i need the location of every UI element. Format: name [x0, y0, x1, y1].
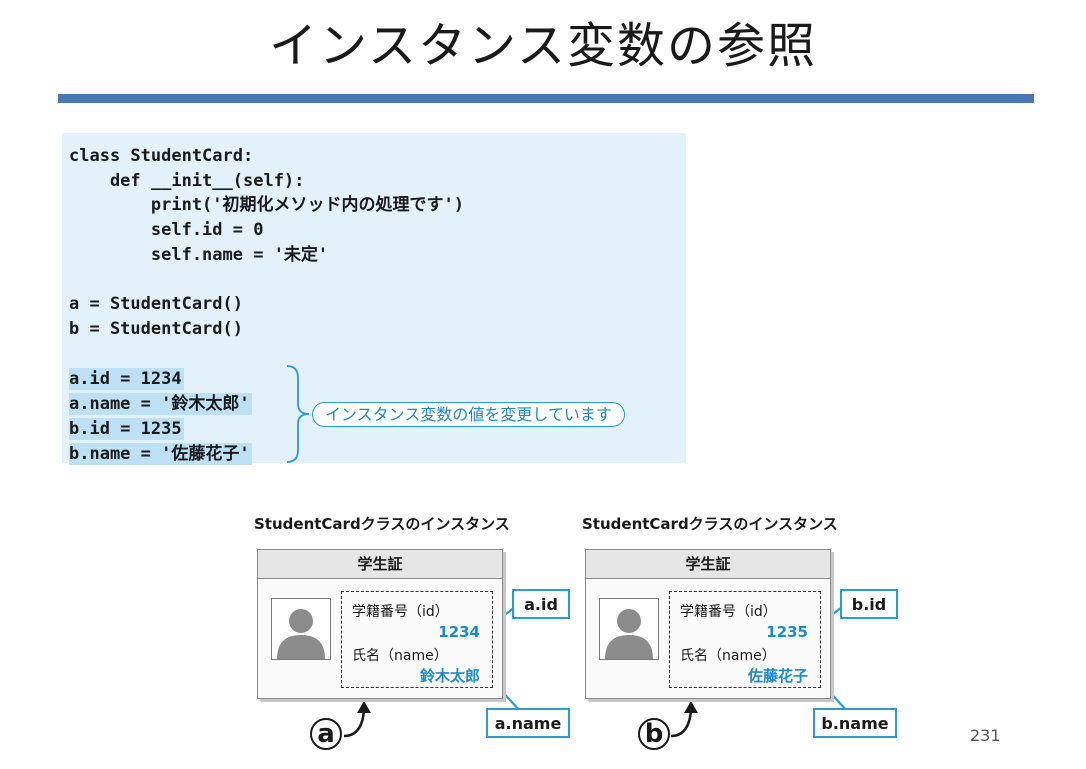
curved-arrow-head-a — [357, 701, 371, 713]
photo-frame — [599, 598, 659, 660]
callout-b-name: b.name — [813, 708, 897, 738]
instance-a-letter: a — [310, 718, 342, 750]
code-line-init-def: def __init__(self): — [69, 171, 305, 191]
callout-a-name: a.name — [486, 708, 570, 738]
code-line-a-instance: a = StudentCard() — [69, 294, 243, 314]
fields-box: 学籍番号（id） 1234 氏名（name） 鈴木太郎 — [341, 591, 493, 688]
id-value: 1235 — [766, 623, 808, 641]
curved-arrow-icon — [343, 709, 366, 738]
card-title: 学生証 — [258, 550, 502, 579]
title-underline-bar — [58, 94, 1034, 103]
code-line-b-instance: b = StudentCard() — [69, 319, 243, 339]
person-silhouette-icon — [277, 609, 325, 659]
name-value: 鈴木太郎 — [419, 667, 480, 685]
code-line-print: print('初期化メソッド内の処理です') — [69, 195, 464, 215]
name-value: 佐藤花子 — [747, 667, 808, 685]
instance-a-card: 学生証 学籍番号（id） 1234 氏名（name） 鈴木太郎 — [257, 549, 503, 699]
code-line-class-def: class StudentCard: — [69, 146, 254, 166]
name-label: 氏名（name） — [680, 648, 776, 664]
instance-b-letter: b — [638, 718, 670, 750]
id-label: 学籍番号（id） — [352, 604, 449, 620]
code-line-a-name-assign: a.name = '鈴木太郎' — [69, 393, 252, 415]
name-label: 氏名（name） — [352, 648, 448, 664]
id-label: 学籍番号（id） — [680, 604, 777, 620]
curved-arrow-icon — [670, 709, 693, 738]
id-value: 1234 — [438, 623, 480, 641]
instance-b-card: 学生証 学籍番号（id） 1235 氏名（name） 佐藤花子 — [585, 549, 831, 699]
callout-a-id: a.id — [512, 589, 570, 619]
card-title: 学生証 — [586, 550, 830, 579]
code-line-b-name-assign: b.name = '佐藤花子' — [69, 443, 252, 465]
curved-arrow-head-b — [684, 701, 698, 713]
code-line-b-id-assign: b.id = 1235 — [69, 418, 184, 440]
page-number: 231 — [970, 726, 1001, 745]
slide-title: インスタンス変数の参照 — [268, 18, 818, 74]
fields-box: 学籍番号（id） 1235 氏名（name） 佐藤花子 — [669, 591, 821, 688]
code-line-self-id: self.id = 0 — [69, 220, 264, 240]
annotation-bubble: インスタンス変数の値を変更しています — [312, 402, 625, 427]
person-silhouette-icon — [605, 609, 653, 659]
photo-frame — [271, 598, 331, 660]
code-line-self-name: self.name = '未定' — [69, 245, 329, 265]
callout-b-id: b.id — [840, 589, 898, 619]
instance-b-caption: StudentCardクラスのインスタンス — [582, 515, 838, 533]
code-line-a-id-assign: a.id = 1234 — [69, 368, 184, 390]
instance-a-caption: StudentCardクラスのインスタンス — [254, 515, 510, 533]
code-brace — [286, 365, 310, 463]
